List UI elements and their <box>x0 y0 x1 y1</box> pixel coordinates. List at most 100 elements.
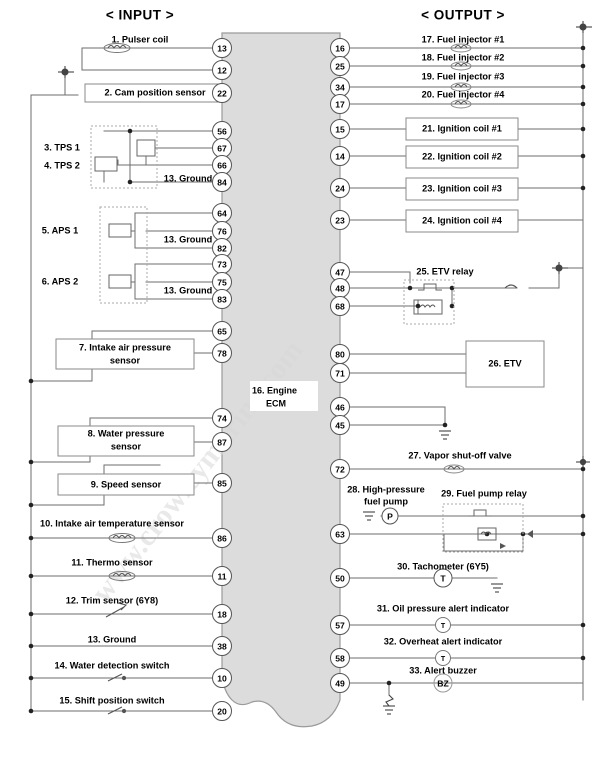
pin-84: 84 <box>212 172 232 192</box>
svg-text:75: 75 <box>217 277 227 287</box>
ground-symbol-vapor <box>576 456 590 468</box>
svg-text:22: 22 <box>217 88 227 98</box>
svg-text:50: 50 <box>335 573 345 583</box>
fuel-pump-relay-symbol <box>442 503 533 553</box>
oil-alert-symbol: T <box>435 617 451 633</box>
svg-text:13. Ground: 13. Ground <box>164 285 213 295</box>
pin-71: 71 <box>330 363 350 383</box>
aps-group-box <box>99 206 148 304</box>
box-ignition-coil-1 <box>405 117 519 141</box>
svg-text:3. TPS 1: 3. TPS 1 <box>44 142 80 152</box>
ecm-label: 16. Engine ECM <box>250 381 318 411</box>
svg-text:84: 84 <box>217 177 227 187</box>
svg-text:86: 86 <box>217 533 227 543</box>
pin-49: 49 <box>330 673 350 693</box>
svg-text:14. Water detection switch: 14. Water detection switch <box>54 660 169 670</box>
svg-text:33. Alert buzzer: 33. Alert buzzer <box>409 665 477 675</box>
svg-text:25. ETV relay: 25. ETV relay <box>416 266 474 276</box>
svg-text:10: 10 <box>217 673 227 683</box>
ecm-left-pins: 13 12 22 56 67 66 84 64 76 82 73 75 83 6… <box>212 38 232 721</box>
svg-text:32. Overheat alert indicator: 32. Overheat alert indicator <box>384 636 503 646</box>
svg-text:18. Fuel injector #2: 18. Fuel injector #2 <box>422 52 505 62</box>
right-labels: 17. Fuel injector #1 18. Fuel injector #… <box>347 34 528 675</box>
svg-text:5. APS 1: 5. APS 1 <box>42 225 78 235</box>
input-header: < INPUT > <box>106 8 174 23</box>
pin-18: 18 <box>212 604 232 624</box>
svg-text:P: P <box>387 511 393 521</box>
right-junction-dots <box>386 45 586 686</box>
svg-text:29. Fuel pump relay: 29. Fuel pump relay <box>441 488 528 498</box>
pin-48: 48 <box>330 278 350 298</box>
ground-symbol-cam <box>58 66 74 78</box>
pin-14: 14 <box>330 146 350 166</box>
svg-text:21. Ignition coil #1: 21. Ignition coil #1 <box>422 123 502 133</box>
pin-58: 58 <box>330 648 350 668</box>
svg-text:8. Water pressure: 8. Water pressure <box>88 428 165 438</box>
pin-65: 65 <box>212 321 232 341</box>
round-symbols: P T T T BZ <box>381 507 453 693</box>
pin-13: 13 <box>212 38 232 58</box>
pin-86: 86 <box>212 528 232 548</box>
svg-text:20. Fuel injector #4: 20. Fuel injector #4 <box>422 89 506 99</box>
svg-text:76: 76 <box>217 226 227 236</box>
svg-text:14: 14 <box>335 151 345 161</box>
svg-text:26. ETV: 26. ETV <box>488 358 522 368</box>
pin-78: 78 <box>212 343 232 363</box>
buzzer-symbol: BZ <box>433 673 453 693</box>
pin-72: 72 <box>330 459 350 479</box>
ground-symbol-pump <box>363 511 375 521</box>
wire-47 <box>339 271 411 284</box>
left-component-boxes <box>55 83 226 496</box>
resistor-symbols <box>94 139 156 289</box>
svg-text:58: 58 <box>335 653 345 663</box>
pin-17: 17 <box>330 94 350 114</box>
pin-46: 46 <box>330 397 350 417</box>
wire-speed-gnd <box>30 494 105 506</box>
pump-symbol: P <box>381 507 399 525</box>
pin-83: 83 <box>212 289 232 309</box>
wire-wps-gnd <box>30 454 91 463</box>
output-header: < OUTPUT > <box>421 8 505 23</box>
tps-group-box <box>90 125 158 189</box>
wire-46 <box>339 406 446 426</box>
wire-iap-gnd <box>30 368 93 382</box>
pin-85: 85 <box>212 473 232 493</box>
svg-text:T: T <box>440 573 446 583</box>
pin-38: 38 <box>212 636 232 656</box>
injector-coil-symbols <box>443 43 472 474</box>
wire-pulser-coil <box>81 47 223 71</box>
pin-11: 11 <box>212 566 232 586</box>
svg-text:78: 78 <box>217 348 227 358</box>
svg-text:22. Ignition coil #2: 22. Ignition coil #2 <box>422 151 502 161</box>
pin-80: 80 <box>330 344 350 364</box>
pin-45: 45 <box>330 415 350 435</box>
svg-text:6. APS 2: 6. APS 2 <box>42 276 78 286</box>
pin-64: 64 <box>212 203 232 223</box>
svg-text:15: 15 <box>335 124 345 134</box>
svg-text:sensor: sensor <box>110 355 141 365</box>
svg-text:74: 74 <box>217 413 227 423</box>
dashed-groups <box>90 125 158 304</box>
svg-text:65: 65 <box>217 326 227 336</box>
right-component-boxes <box>405 117 545 388</box>
svg-text:13: 13 <box>217 43 227 53</box>
svg-text:T: T <box>441 623 446 630</box>
pin-10: 10 <box>212 668 232 688</box>
box-speed-sensor <box>57 473 195 496</box>
svg-text:73: 73 <box>217 259 227 269</box>
svg-text:67: 67 <box>217 143 227 153</box>
svg-text:82: 82 <box>217 243 227 253</box>
pin-74: 74 <box>212 408 232 428</box>
svg-text:16: 16 <box>335 43 345 53</box>
pin-73: 73 <box>212 254 232 274</box>
svg-text:23. Ignition coil #3: 23. Ignition coil #3 <box>422 183 502 193</box>
wire-wps-74 <box>89 417 223 428</box>
ground-symbol-etv-relay <box>552 262 568 274</box>
pin-87: 87 <box>212 432 232 452</box>
ground-symbols-right <box>363 21 592 715</box>
svg-text:13. Ground: 13. Ground <box>88 634 137 644</box>
ground-symbol-buzzer <box>383 694 395 715</box>
box-ignition-coil-3 <box>405 177 519 201</box>
svg-text:16. Engine: 16. Engine <box>252 385 297 395</box>
